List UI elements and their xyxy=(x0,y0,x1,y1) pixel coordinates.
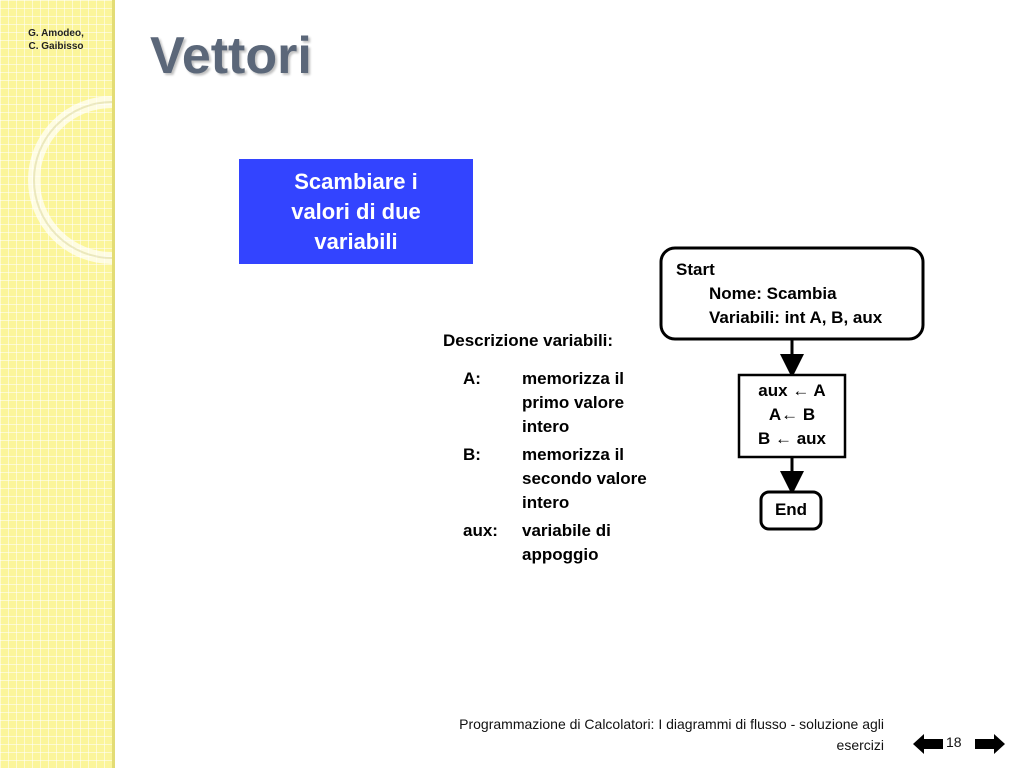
author-line: C. Gaibisso xyxy=(28,41,84,52)
variable-description-line: appoggio xyxy=(522,545,599,564)
variable-description: memorizza il secondo valore intero xyxy=(522,443,692,515)
variable-description: memorizza il primo valore intero xyxy=(522,367,692,439)
process-line: B ← aux xyxy=(757,429,827,448)
variable-description-line: memorizza il xyxy=(522,445,625,464)
variable-description-line: primo valore xyxy=(522,393,625,412)
variable-name: B: xyxy=(463,445,481,464)
next-arrow-icon[interactable] xyxy=(975,734,1005,754)
variable-description-line: intero xyxy=(522,493,570,512)
process-line: aux ← A xyxy=(758,381,826,400)
process-node xyxy=(737,373,847,459)
end-node xyxy=(759,490,823,531)
authors: G. Amodeo, C. Gaibisso xyxy=(0,27,112,53)
sidebar-edge xyxy=(112,0,115,768)
topic-line: valori di due xyxy=(291,198,421,224)
footer-line: Programmazione di Calcolatori: I diagram… xyxy=(459,716,884,732)
topic-box: Scambiare i valori di due variabili xyxy=(239,159,473,264)
variable-description: variabile di appoggio xyxy=(522,519,692,567)
variable-description-line: memorizza il xyxy=(522,369,625,388)
end-label: End xyxy=(774,500,808,519)
ring-decoration xyxy=(28,96,112,264)
author-line: G. Amodeo, xyxy=(28,28,84,39)
page-title: Vettori xyxy=(150,27,312,85)
variable-description-line: intero xyxy=(522,417,570,436)
footer-text: Programmazione di Calcolatori: I diagram… xyxy=(350,714,884,756)
sidebar-decoration: G. Amodeo, C. Gaibisso xyxy=(0,0,112,768)
variable-name: aux: xyxy=(463,521,498,540)
page-number: 18 xyxy=(946,734,962,750)
variable-description-line: secondo valore xyxy=(522,469,647,488)
previous-arrow-icon[interactable] xyxy=(913,734,943,754)
start-label: Start xyxy=(676,260,715,279)
variable-name: A: xyxy=(463,369,481,388)
variables-title: Descrizione variabili: xyxy=(443,331,614,350)
topic-line: variabili xyxy=(314,228,398,254)
start-name: Nome: Scambia xyxy=(709,284,837,303)
footer-line: esercizi xyxy=(836,737,884,753)
process-line: A← B xyxy=(768,405,816,424)
variable-description-line: variabile di xyxy=(522,521,611,540)
topic-line: Scambiare i xyxy=(294,168,418,194)
start-variables: Variabili: int A, B, aux xyxy=(709,308,883,327)
